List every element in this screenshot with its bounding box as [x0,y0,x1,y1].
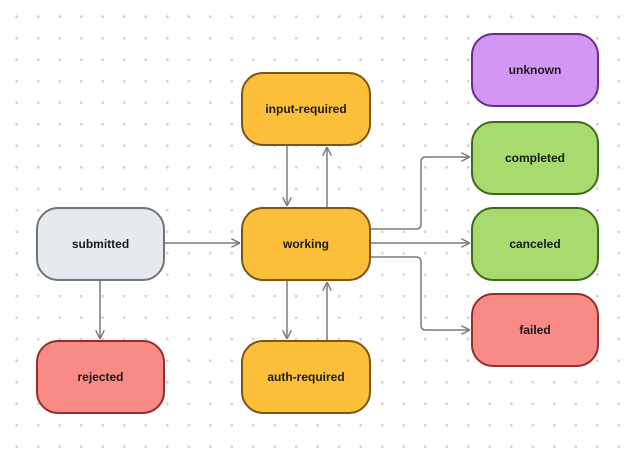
state-submitted-label: submitted [71,237,130,251]
state-completed-label: completed [504,151,565,165]
state-canceled: canceled [471,207,599,281]
state-auth-required-label: auth-required [267,370,345,384]
state-working-label: working [282,237,329,251]
state-canceled-label: canceled [509,237,561,251]
edge-working-completed [371,157,469,230]
state-working: working [241,207,371,281]
edge-working-failed [371,256,469,330]
state-failed: failed [471,293,599,367]
state-submitted: submitted [36,207,165,281]
state-rejected-label: rejected [77,370,124,384]
state-input-required: input-required [241,72,371,146]
state-failed-label: failed [519,323,551,337]
state-completed: completed [471,121,599,195]
state-rejected: rejected [36,340,165,414]
state-input-required-label: input-required [265,102,347,116]
state-auth-required: auth-required [241,340,371,414]
state-unknown-label: unknown [508,63,562,77]
state-unknown: unknown [471,33,599,107]
